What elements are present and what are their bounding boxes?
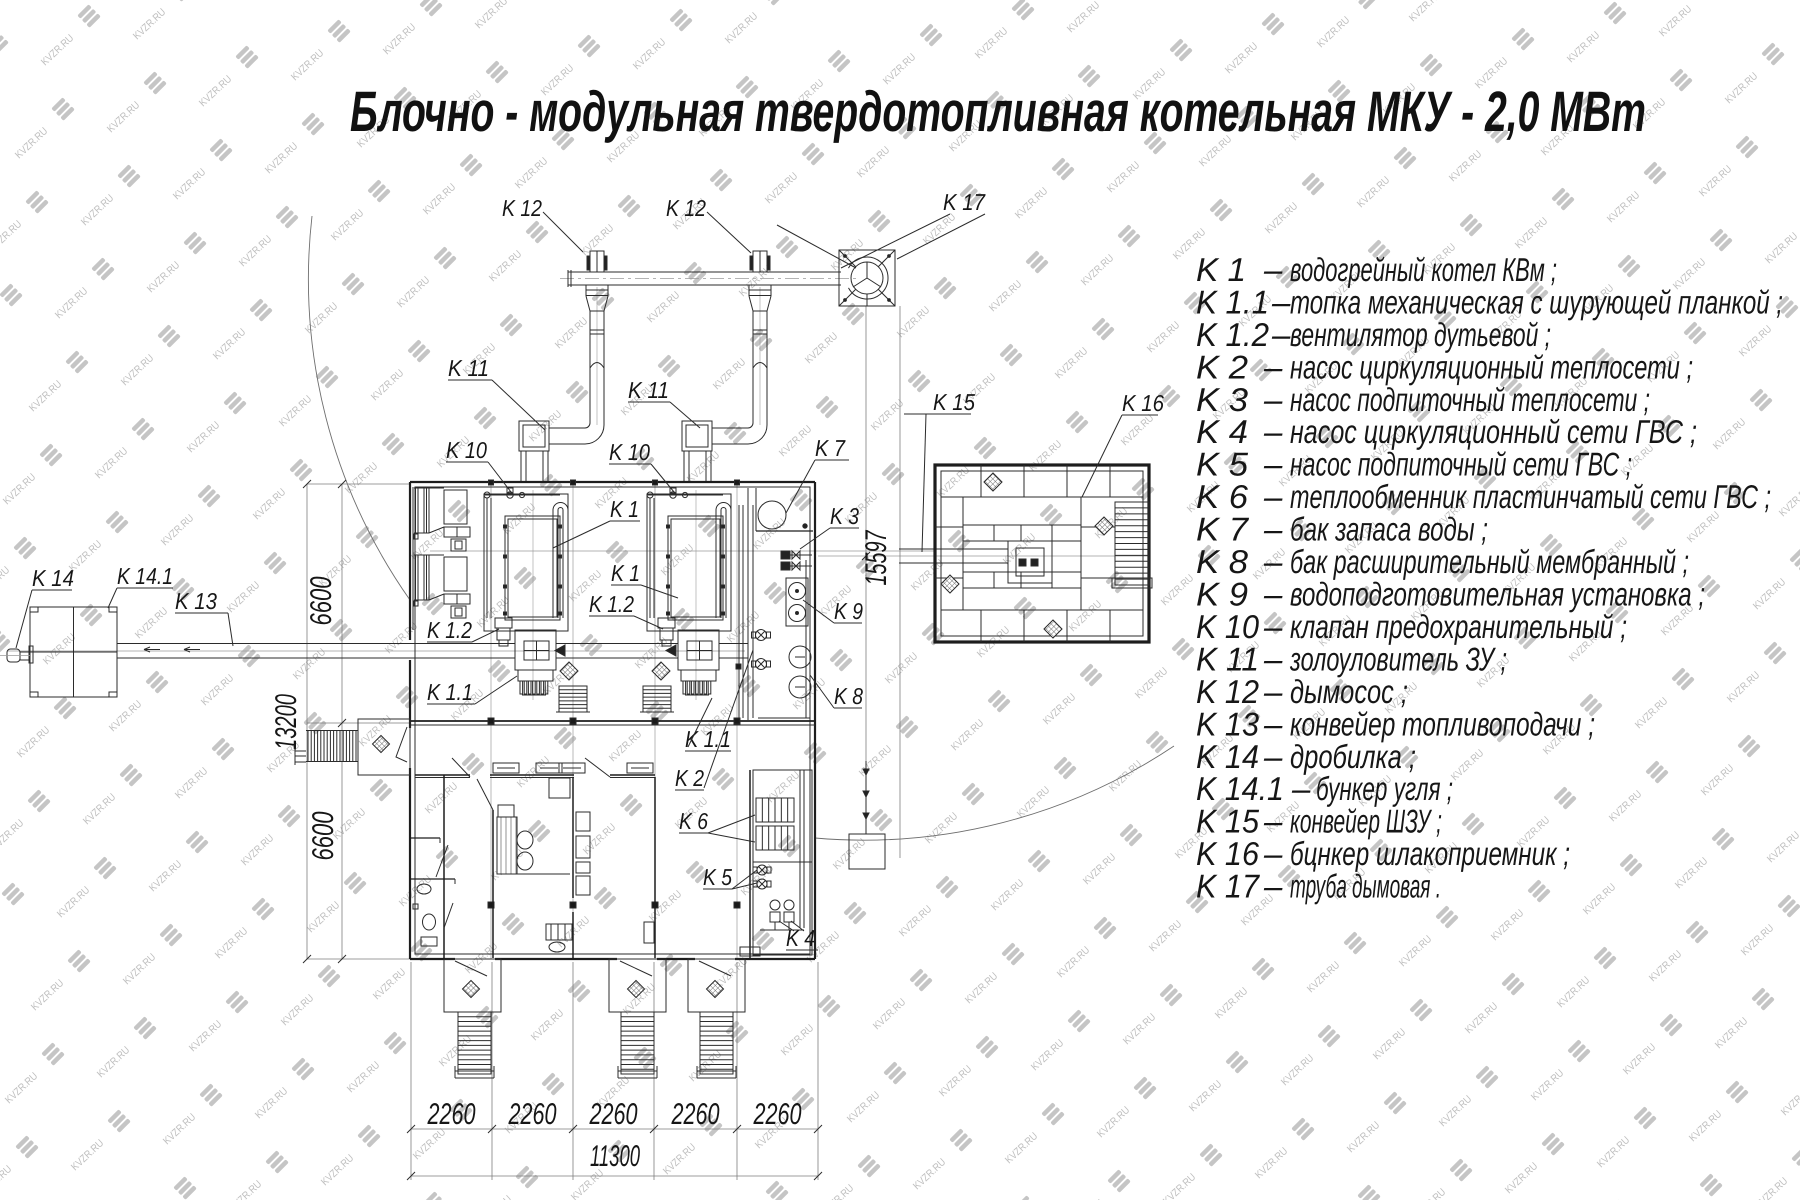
svg-text:–: – [1263,251,1283,288]
svg-text:дымосос ;: дымосос ; [1290,673,1408,710]
svg-text:K 3: K 3 [830,503,859,529]
svg-text:K 9: K 9 [834,598,863,624]
svg-text:–: – [1263,478,1283,515]
svg-text:K 1.1: K 1.1 [427,679,473,705]
svg-text:–: – [1263,348,1283,385]
svg-text:–: – [1291,770,1311,807]
svg-text:K 1.2: K 1.2 [589,591,634,617]
svg-text:–: – [1263,835,1283,872]
svg-text:–: – [1263,738,1283,775]
svg-text:2260: 2260 [427,1098,476,1131]
svg-text:K 14.1: K 14.1 [1196,770,1284,807]
svg-text:–: – [1263,576,1283,613]
svg-text:K 16: K 16 [1122,390,1164,416]
svg-text:бак расширительный мембранный: бак расширительный мембранный ; [1290,543,1689,580]
svg-text:K 9: K 9 [1196,576,1248,613]
svg-text:K 12: K 12 [1196,673,1259,710]
svg-text:золоуловитель ЗУ ;: золоуловитель ЗУ ; [1289,640,1507,677]
svg-text:K 3: K 3 [1196,381,1249,418]
svg-text:дробилка ;: дробилка ; [1290,738,1416,775]
svg-text:K 7: K 7 [1196,511,1250,548]
svg-text:K 11: K 11 [1196,640,1259,677]
svg-text:–: – [1263,868,1283,905]
svg-text:K 17: K 17 [1196,868,1261,905]
svg-text:K 6: K 6 [1196,478,1249,515]
svg-text:K 7: K 7 [815,435,846,461]
svg-text:K 8: K 8 [1196,543,1249,580]
svg-text:насос подпиточный теплосети ;: насос подпиточный теплосети ; [1290,381,1650,418]
svg-text:конвейер топливоподачи ;: конвейер топливоподачи ; [1290,705,1595,742]
svg-text:–: – [1263,381,1283,418]
svg-text:K 8: K 8 [834,683,863,709]
svg-text:K 1: K 1 [1196,251,1246,288]
svg-text:11300: 11300 [590,1140,640,1173]
svg-text:K 14: K 14 [32,565,74,591]
svg-text:вентилятор дутьевой ;: вентилятор дутьевой ; [1290,316,1551,353]
svg-text:топка механическая с шурующей: топка механическая с шурующей планкой ; [1290,283,1783,320]
svg-text:конвейер ШЗУ ;: конвейер ШЗУ ; [1290,803,1442,840]
svg-text:K 13: K 13 [1196,705,1260,742]
svg-text:K 12: K 12 [502,195,542,221]
svg-text:K 15: K 15 [1196,803,1260,840]
svg-text:K 1: K 1 [610,496,639,522]
svg-text:K 1.1: K 1.1 [685,726,731,752]
svg-text:K 17: K 17 [943,189,986,215]
svg-text:–: – [1263,640,1283,677]
svg-text:K 2: K 2 [1196,348,1248,385]
svg-text:K 12: K 12 [666,195,706,221]
svg-text:теплообменник пластинчатый сет: теплообменник пластинчатый сети ГВС ; [1290,478,1771,515]
svg-text:K 14: K 14 [1196,738,1259,775]
svg-text:K 13: K 13 [175,588,217,614]
svg-text:K 11: K 11 [448,355,489,381]
svg-text:K 10: K 10 [1196,608,1260,645]
svg-text:–: – [1263,608,1283,645]
svg-text:K 5: K 5 [1196,446,1249,483]
svg-text:–: – [1263,705,1283,742]
svg-text:K 11: K 11 [628,377,669,403]
svg-text:–: – [1263,413,1283,450]
svg-text:бункер угля ;: бункер угля ; [1316,770,1453,807]
svg-text:K 5: K 5 [703,864,732,890]
svg-text:2260: 2260 [589,1098,638,1131]
svg-text:клапан предохранительный ;: клапан предохранительный ; [1290,608,1627,645]
svg-text:6600: 6600 [305,576,338,625]
svg-text:6600: 6600 [307,811,340,860]
svg-text:K 10: K 10 [609,439,650,465]
svg-text:K 10: K 10 [446,437,487,463]
svg-text:K 1.2: K 1.2 [427,617,472,643]
svg-text:K 1.1: K 1.1 [1196,283,1269,320]
svg-text:водоподготовительная установка: водоподготовительная установка ; [1290,576,1705,613]
svg-text:–: – [1263,543,1283,580]
svg-text:K 14.1: K 14.1 [117,563,173,589]
svg-text:–: – [1263,803,1283,840]
svg-text:–: – [1263,673,1283,710]
svg-text:K 6: K 6 [679,808,708,834]
svg-text:–: – [1263,511,1283,548]
svg-text:K 15: K 15 [933,389,975,415]
svg-text:15597: 15597 [860,530,893,586]
svg-text:K 1: K 1 [611,560,640,586]
svg-text:K 1.2: K 1.2 [1196,316,1269,353]
svg-text:K 4: K 4 [1196,413,1248,450]
svg-text:2260: 2260 [753,1098,802,1131]
svg-text:насос циркуляционный сети ГВС: насос циркуляционный сети ГВС ; [1290,413,1697,450]
svg-text:–: – [1271,316,1291,353]
svg-text:бак запаса воды ;: бак запаса воды ; [1290,511,1488,548]
svg-text:13200: 13200 [270,694,303,750]
svg-text:водогрейный котел КВм ;: водогрейный котел КВм ; [1290,251,1557,288]
svg-text:бцнкер шлакоприемник ;: бцнкер шлакоприемник ; [1290,835,1570,872]
svg-text:труба дымовая .: труба дымовая . [1290,868,1441,905]
svg-text:насос подпиточный сети ГВС ;: насос подпиточный сети ГВС ; [1290,446,1632,483]
svg-text:–: – [1271,283,1291,320]
svg-text:K 16: K 16 [1196,835,1260,872]
svg-text:–: – [1263,446,1283,483]
svg-text:Блочно - модульная твердотопли: Блочно - модульная твердотопливная котел… [350,80,1646,144]
svg-text:2260: 2260 [508,1098,557,1131]
svg-text:2260: 2260 [671,1098,720,1131]
svg-text:K 2: K 2 [675,765,704,791]
svg-text:насос циркуляционный теплосети: насос циркуляционный теплосети ; [1290,348,1693,385]
